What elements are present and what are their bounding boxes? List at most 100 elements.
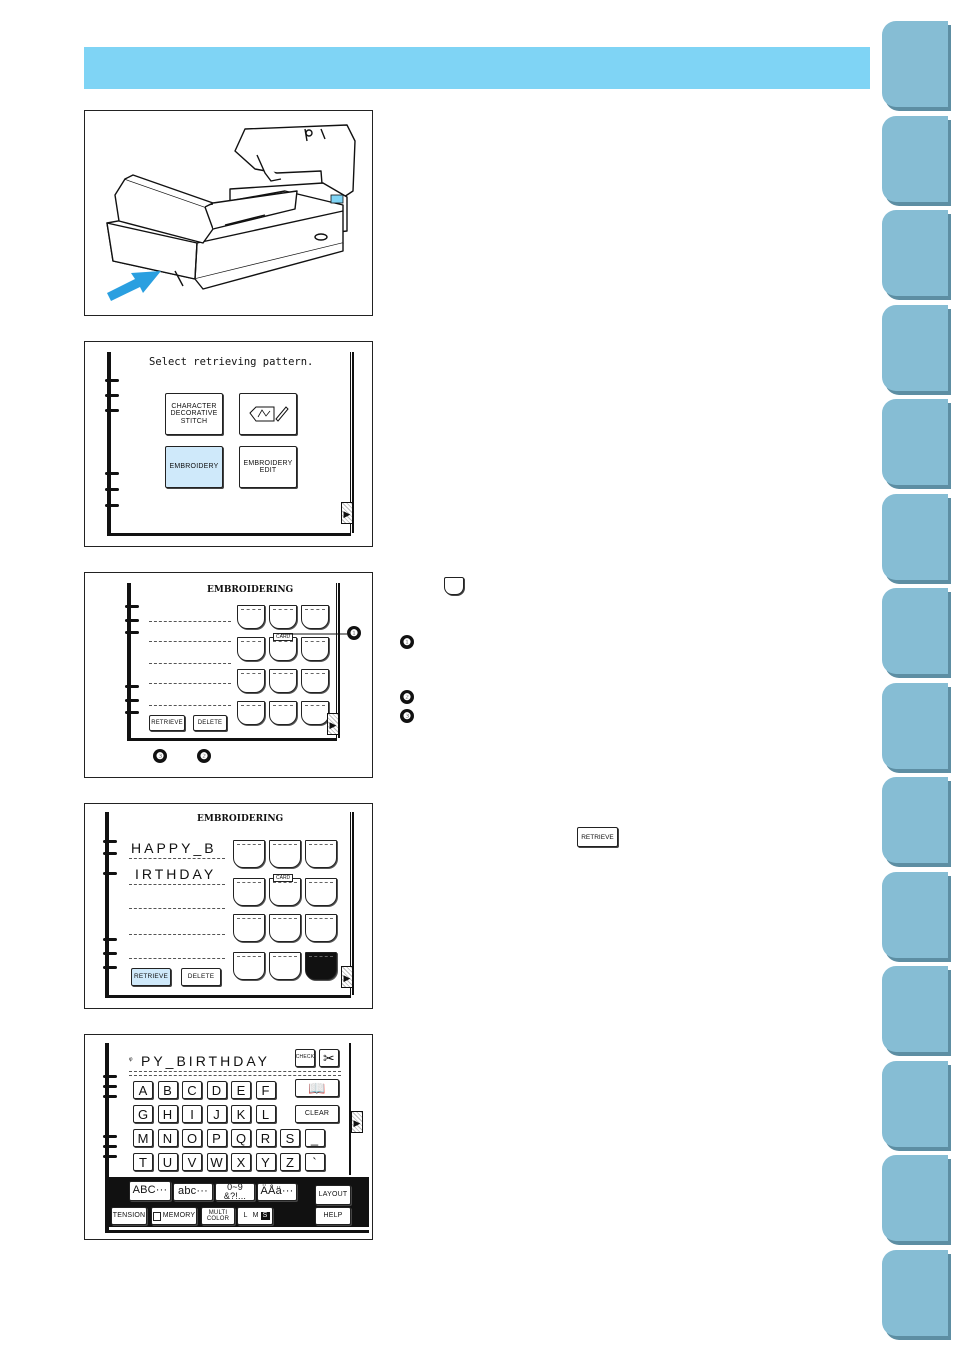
- tab-accented[interactable]: ÄÅä···: [257, 1183, 297, 1201]
- select-pattern-figure: Select retrieving pattern. CHARACTER DEC…: [84, 341, 373, 547]
- key[interactable]: Z: [280, 1153, 300, 1171]
- side-tab[interactable]: [882, 1155, 948, 1241]
- key[interactable]: A: [133, 1081, 153, 1099]
- character-stitch-button[interactable]: CHARACTER DECORATIVE STITCH: [165, 393, 223, 435]
- clear-button[interactable]: CLEAR: [295, 1105, 339, 1123]
- key[interactable]: `: [304, 1153, 325, 1171]
- key[interactable]: M: [133, 1129, 153, 1147]
- screen-title: EMBROIDERING: [207, 585, 294, 595]
- callout-leader-line: [281, 633, 347, 635]
- key[interactable]: S: [280, 1129, 300, 1147]
- callout-1: ❶: [347, 626, 361, 640]
- tab-numbers[interactable]: 0~9 &?!...: [215, 1182, 255, 1201]
- side-tab[interactable]: [882, 305, 948, 391]
- legend-callout-3: ❸: [400, 709, 414, 723]
- page-arrow-icon[interactable]: ▶: [327, 713, 339, 735]
- side-tab[interactable]: [882, 399, 948, 485]
- memory-button[interactable]: MEMORY: [151, 1207, 197, 1225]
- check-button[interactable]: CHECK: [295, 1049, 315, 1067]
- key[interactable]: G: [133, 1105, 153, 1123]
- retrieve-button[interactable]: RETRIEVE: [149, 715, 185, 731]
- key[interactable]: X: [231, 1153, 251, 1171]
- memory-icon: [152, 1211, 161, 1221]
- side-tab[interactable]: [882, 21, 948, 107]
- key[interactable]: K: [231, 1105, 251, 1123]
- entered-text: PY_BIRTHDAY: [141, 1053, 270, 1069]
- prompt-text: Select retrieving pattern.: [149, 356, 314, 368]
- key[interactable]: R: [255, 1129, 276, 1147]
- key[interactable]: C: [182, 1081, 202, 1099]
- callout-3: ❸: [153, 749, 167, 763]
- help-button[interactable]: HELP: [315, 1207, 351, 1225]
- key[interactable]: B: [157, 1081, 178, 1099]
- saved-pattern-button[interactable]: [239, 393, 297, 435]
- side-tab[interactable]: [882, 777, 948, 863]
- header-bar: [84, 47, 870, 89]
- scissors-icon[interactable]: ✂: [319, 1049, 339, 1067]
- lcd-screen: EMBROIDERING CARD RETRIEVE DELETE ▶: [125, 583, 340, 741]
- key[interactable]: I: [182, 1105, 202, 1123]
- key[interactable]: H: [157, 1105, 178, 1123]
- legend-callout-2: ❷: [400, 690, 414, 704]
- hoop-pencil-icon: [249, 406, 289, 422]
- pocket-icon: [444, 577, 464, 595]
- key[interactable]: N: [157, 1129, 178, 1147]
- cursor-icon: ᵩ: [129, 1053, 133, 1062]
- retrieve-inline-icon: RETRIEVE: [577, 827, 618, 847]
- tab-lowercase[interactable]: abc···: [173, 1183, 213, 1201]
- delete-button[interactable]: DELETE: [181, 968, 221, 986]
- size-s[interactable]: S: [260, 1212, 270, 1220]
- legend-callout-1: ❶: [400, 635, 414, 649]
- page-arrow-icon[interactable]: ▶: [351, 1111, 363, 1133]
- callout-2: ❷: [197, 749, 211, 763]
- message-line-1: HAPPY_B: [131, 840, 217, 856]
- side-tab[interactable]: [882, 872, 948, 958]
- tab-uppercase[interactable]: ABC···: [129, 1181, 171, 1201]
- selected-card-figure: EMBROIDERING HAPPY_B IRTHDAY CARD RETRIE…: [84, 803, 373, 1009]
- layout-button[interactable]: LAYOUT: [315, 1185, 351, 1205]
- machine-illustration: [84, 110, 373, 316]
- side-tab[interactable]: [882, 588, 948, 674]
- retrieve-button[interactable]: RETRIEVE: [131, 968, 171, 986]
- multi-color-button[interactable]: MULTI COLOR: [201, 1207, 235, 1225]
- key[interactable]: O: [182, 1129, 202, 1147]
- card-tag: CARD: [273, 874, 294, 882]
- key[interactable]: L: [255, 1105, 276, 1123]
- size-selector[interactable]: L M S: [237, 1207, 273, 1225]
- key[interactable]: P: [206, 1129, 227, 1147]
- key[interactable]: V: [182, 1153, 202, 1171]
- side-tab[interactable]: [882, 1250, 948, 1336]
- push-arrow-icon: [107, 271, 161, 301]
- key[interactable]: Y: [255, 1153, 276, 1171]
- embroidery-edit-button[interactable]: EMBROIDERY EDIT: [239, 446, 297, 488]
- key[interactable]: U: [157, 1153, 178, 1171]
- side-tab[interactable]: [882, 494, 948, 580]
- key[interactable]: W: [206, 1153, 227, 1171]
- delete-button[interactable]: DELETE: [193, 715, 227, 731]
- embroidery-button[interactable]: EMBROIDERY: [165, 446, 223, 488]
- retrieve-screen-figure: EMBROIDERING CARD RETRIEVE DELETE ▶ ❶ ❸ …: [84, 572, 373, 778]
- side-tab[interactable]: [882, 116, 948, 202]
- book-icon[interactable]: 📖: [295, 1079, 339, 1097]
- side-tab[interactable]: [882, 683, 948, 769]
- size-m[interactable]: M: [252, 1212, 259, 1220]
- side-tab[interactable]: [882, 210, 948, 296]
- key[interactable]: Q: [231, 1129, 251, 1147]
- tension-button[interactable]: TENSION: [111, 1207, 147, 1225]
- lcd-screen: Select retrieving pattern. CHARACTER DEC…: [105, 352, 354, 536]
- side-tab[interactable]: [882, 966, 948, 1052]
- size-l[interactable]: L: [243, 1212, 248, 1220]
- key[interactable]: E: [231, 1081, 251, 1099]
- key[interactable]: _: [304, 1129, 325, 1147]
- key[interactable]: T: [133, 1153, 153, 1171]
- page-arrow-icon[interactable]: ▶: [341, 502, 353, 524]
- lcd-screen: EMBROIDERING HAPPY_B IRTHDAY CARD RETRIE…: [103, 812, 354, 998]
- side-tab[interactable]: [882, 1061, 948, 1147]
- key[interactable]: D: [206, 1081, 227, 1099]
- page-arrow-icon[interactable]: ▶: [341, 966, 353, 988]
- key[interactable]: J: [206, 1105, 227, 1123]
- selected-pocket[interactable]: [305, 952, 337, 980]
- key[interactable]: F: [255, 1081, 276, 1099]
